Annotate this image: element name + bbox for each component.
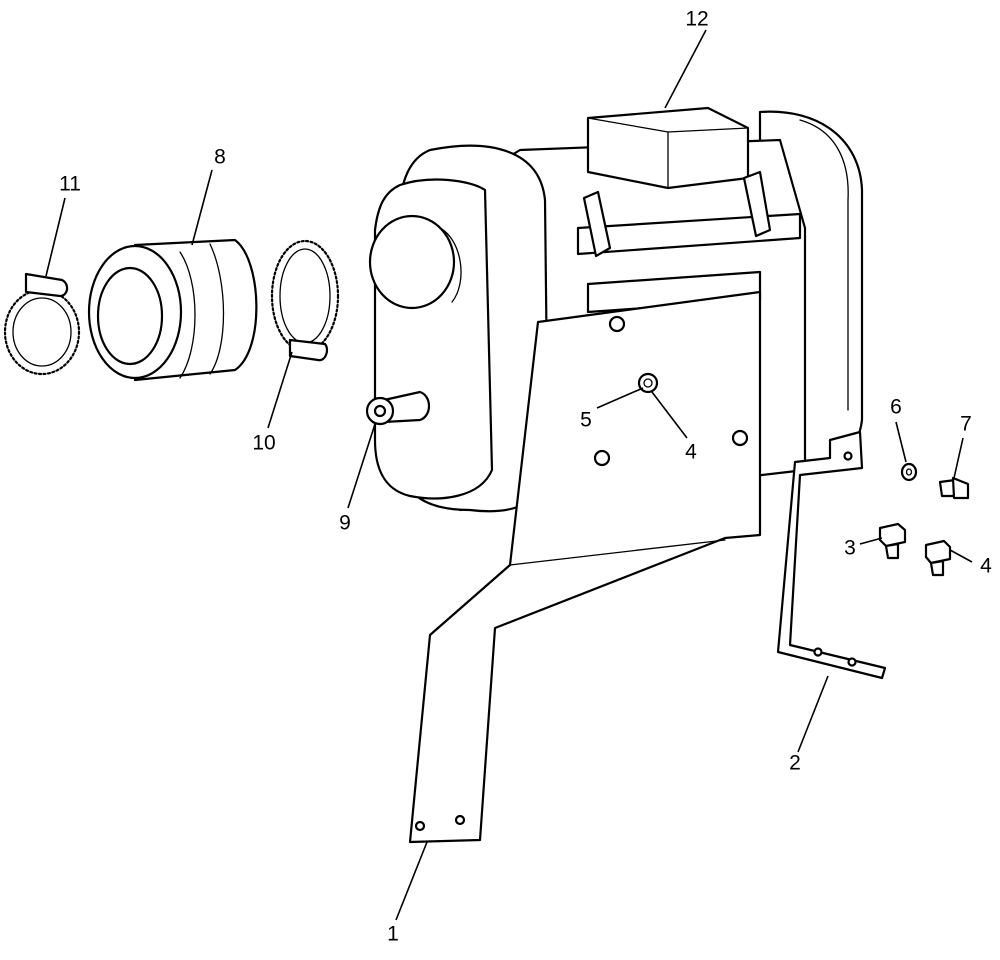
part-2-rear-bracket: [776, 430, 887, 680]
part-10-hose-clamp: [270, 239, 340, 362]
callout-5: 5: [580, 408, 592, 432]
callout-8: 8: [214, 145, 226, 169]
part-4-bolt: [924, 539, 952, 577]
callout-9: 9: [339, 511, 351, 535]
callout-11: 11: [59, 172, 81, 196]
callout-10: 10: [252, 431, 276, 455]
part-9-vacuator-nipple: [365, 390, 431, 426]
part-6-washer: [900, 462, 918, 482]
leader-lines: [45, 29, 973, 921]
part-7-bolt: [938, 476, 970, 500]
callout-4-center: 4: [685, 440, 697, 464]
part-3-bolt: [878, 522, 907, 560]
front-housing: [368, 144, 550, 513]
callout-4-right: 4: [980, 554, 992, 578]
part-11-hose-clamp: [3, 272, 81, 376]
part-5-part-4-center-hardware: [637, 372, 659, 394]
callout-2: 2: [789, 751, 801, 775]
callout-1: 1: [387, 922, 399, 946]
part-1-main-bracket: [408, 290, 762, 844]
callout-7: 7: [960, 412, 972, 436]
part-8-hose-sleeve: [87, 238, 258, 382]
callout-6: 6: [890, 395, 902, 419]
callout-12: 12: [685, 7, 709, 31]
callout-3: 3: [844, 536, 856, 560]
